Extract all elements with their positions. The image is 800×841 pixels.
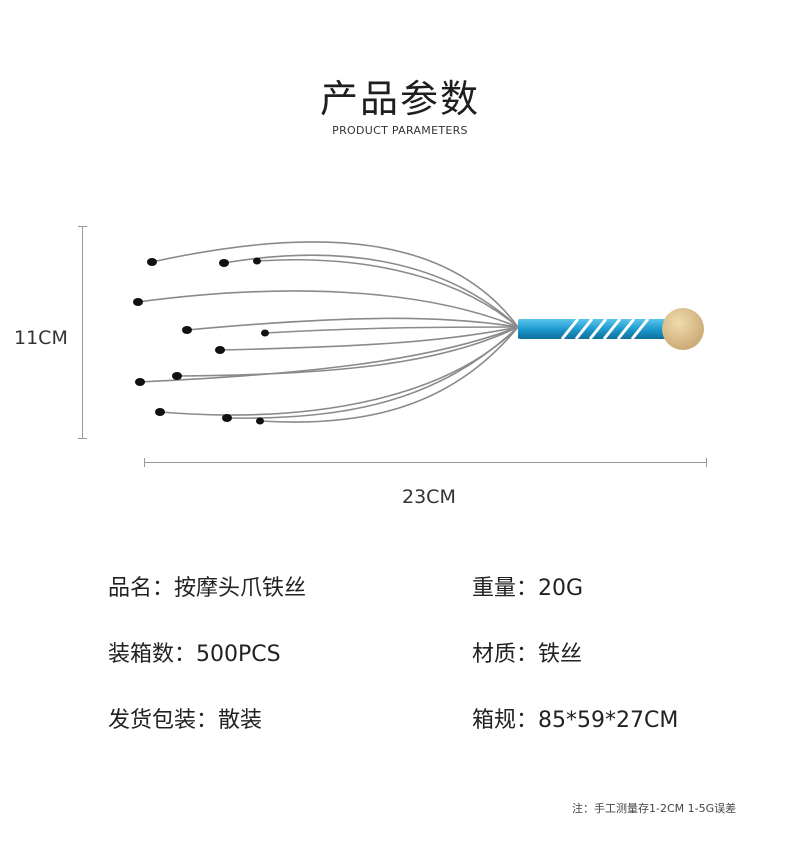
- spec-weight-label: 重量：: [472, 576, 539, 601]
- spec-carton-size-label: 箱规：: [472, 708, 539, 733]
- spec-name: 品名：按摩头爪铁丝: [108, 570, 306, 602]
- spec-carton-qty-value: 500PCS: [196, 642, 281, 667]
- spec-packing: 发货包装：散装: [108, 702, 262, 734]
- spec-packing-label: 发货包装：: [108, 708, 219, 733]
- width-dimension-line: [144, 458, 707, 467]
- scalp-massager-icon: [133, 241, 704, 425]
- spec-carton-size-value: 85*59*27CM: [538, 708, 679, 733]
- spec-carton-size: 箱规：85*59*27CM: [472, 702, 678, 734]
- spec-weight: 重量：20G: [472, 570, 583, 602]
- spec-material-value: 铁丝: [538, 642, 583, 667]
- width-label: 23CM: [402, 486, 456, 508]
- spec-carton-qty: 装箱数：500PCS: [108, 636, 281, 668]
- spec-weight-value: 20G: [538, 576, 584, 601]
- spec-name-label: 品名：: [108, 576, 175, 601]
- spec-material-label: 材质：: [472, 642, 539, 667]
- height-label: 11CM: [14, 327, 68, 349]
- spec-material: 材质：铁丝: [472, 636, 582, 668]
- spec-name-value: 按摩头爪铁丝: [174, 576, 307, 601]
- height-dimension-line: [78, 226, 87, 439]
- page-subtitle: PRODUCT PARAMETERS: [332, 124, 468, 137]
- spec-packing-value: 散装: [218, 708, 263, 733]
- footnote: 注：手工测量存1-2CM 1-5G误差: [572, 802, 737, 815]
- page-title: 产品参数: [319, 77, 480, 121]
- spec-carton-qty-label: 装箱数：: [108, 642, 197, 667]
